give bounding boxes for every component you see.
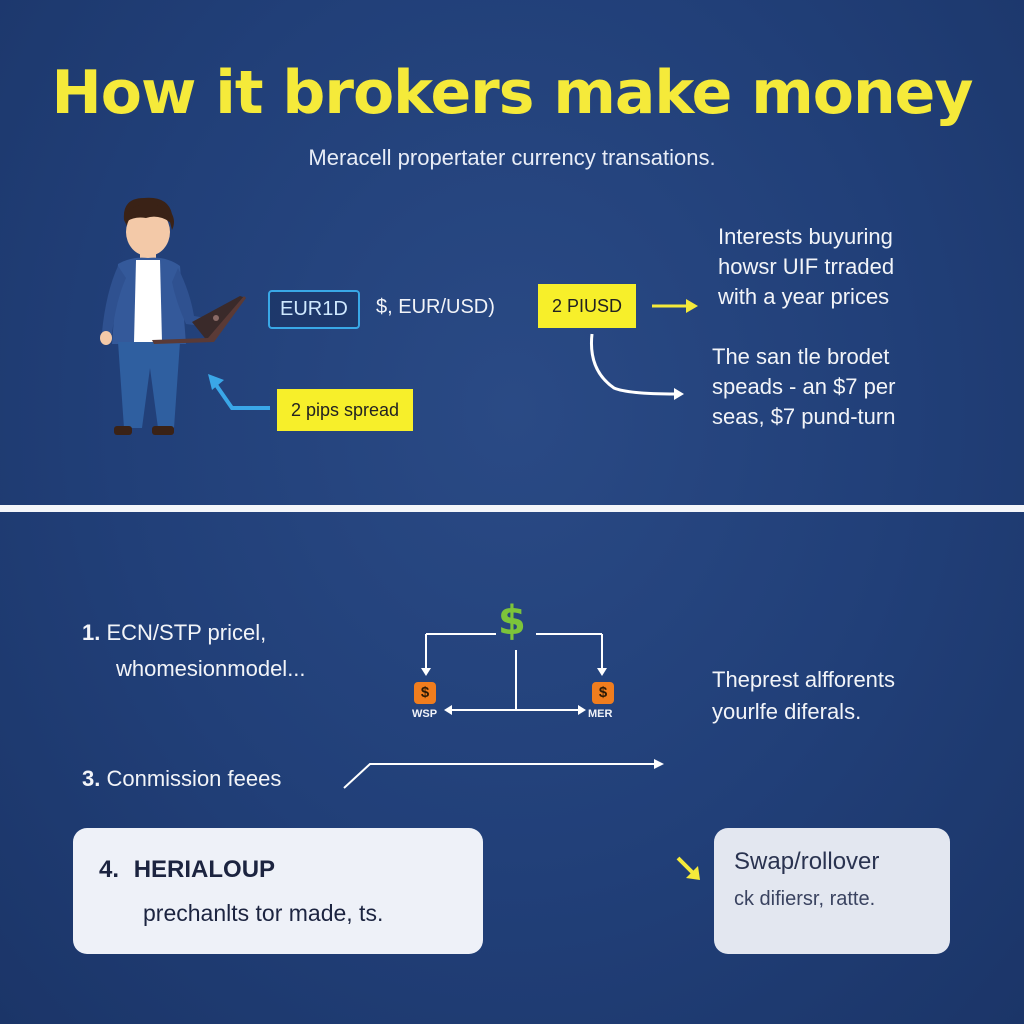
yellow-arrow-right-icon xyxy=(652,299,698,313)
list-item-3: 3. Conmission feees xyxy=(82,766,281,792)
page-title: How it brokers make money xyxy=(51,58,974,128)
spread-tag: 2 pips spread xyxy=(277,389,414,431)
left-flow-label: WSP xyxy=(412,708,438,720)
swap-card-text: ck difiersr, ratte. xyxy=(734,888,876,910)
card-text: prechanlts tor made, ts. xyxy=(143,900,384,926)
right-text-line: howsr UIF trraded xyxy=(718,254,895,279)
list-number: 1. xyxy=(82,620,101,645)
curved-arrow-icon xyxy=(589,333,684,400)
blue-arrow-icon xyxy=(208,374,270,410)
connector-arrow-icon xyxy=(343,759,664,789)
right-text-line: with a year prices xyxy=(718,284,890,309)
price-tag: 2 PIUSD xyxy=(538,284,637,328)
swap-card-title: Swap/rollover xyxy=(734,848,880,875)
currency-pair-text: $, EUR/USD) xyxy=(376,296,495,318)
card-heading: 4. HERIALOUP xyxy=(99,856,275,884)
right-text-line: yourlfe diferals. xyxy=(712,699,862,724)
right-text-block-1: Interests buyuring howsr UIF trraded wit… xyxy=(718,222,894,312)
list-item-label: ECN/STP pricel, xyxy=(106,620,267,645)
right-text-block-3: Theprest alfforents yourlfe diferals. xyxy=(712,664,895,728)
right-text-line: The san tle brodet xyxy=(712,344,890,369)
dollar-icon: $ xyxy=(498,598,526,644)
page-subtitle: Meracell propertater currency transation… xyxy=(308,145,716,170)
currency-pair-tag: EUR1D xyxy=(268,290,360,329)
list-item-1: 1. ECN/STP pricel, xyxy=(82,620,266,646)
right-text-line: Interests buyuring xyxy=(718,224,893,249)
list-item-1-sub: whomesionmodel... xyxy=(116,656,306,681)
right-text-line: Theprest alfforents xyxy=(712,667,896,692)
right-text-block-2: The san tle brodet speads - an $7 per se… xyxy=(712,342,895,432)
person-with-laptop-illustration xyxy=(100,197,246,435)
right-text-line: speads - an $7 per xyxy=(712,374,896,399)
right-flow-label: MER xyxy=(588,708,613,720)
flow-diagram xyxy=(421,633,607,715)
right-dollar-coin-icon: $ xyxy=(592,682,614,704)
card-title: HERIALOUP xyxy=(133,856,276,883)
list-number: 3. xyxy=(82,766,101,791)
list-number: 4. xyxy=(99,856,120,883)
left-dollar-coin-icon: $ xyxy=(414,682,436,704)
right-text-line: seas, $7 pund-turn xyxy=(712,404,896,429)
heriloup-card: 4. HERIALOUP prechanlts tor made, ts. xyxy=(73,828,483,954)
swap-rollover-card: Swap/rollover ck difiersr, ratte. xyxy=(714,828,950,954)
yellow-arrow-down-right-icon xyxy=(676,856,700,880)
section-divider xyxy=(0,505,1024,512)
list-item-label: Conmission feees xyxy=(106,766,282,791)
